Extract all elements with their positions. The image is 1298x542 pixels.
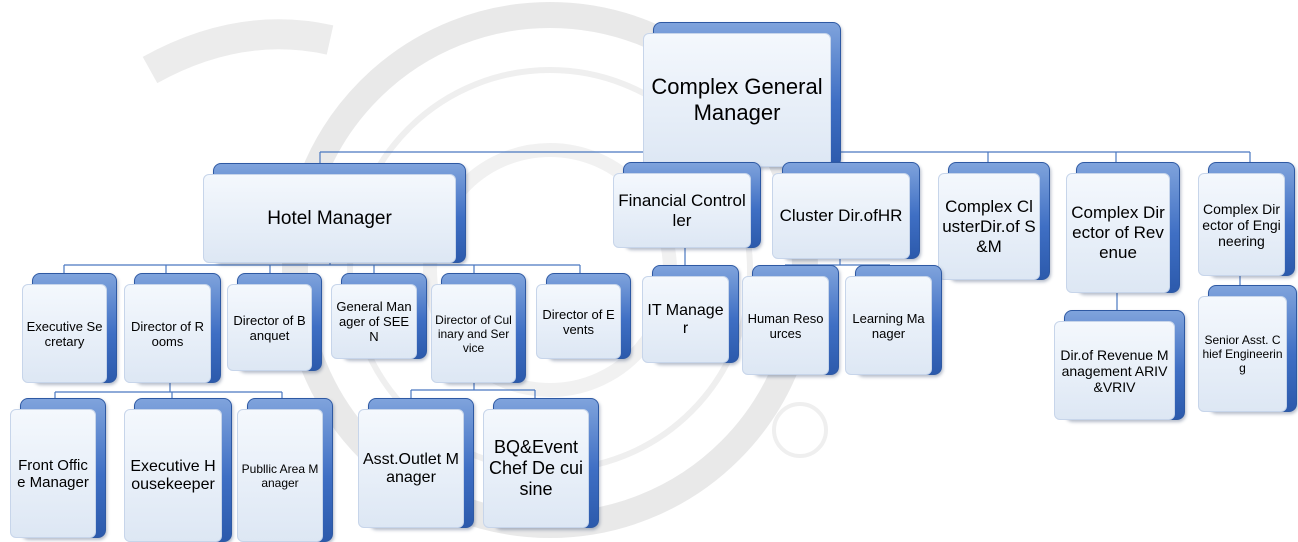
label-cluster-dir-hr: Cluster Dir.ofHR [779,206,903,225]
label-complex-dir-revenue: Complex Director of Revenue [1071,203,1165,262]
node-director-culinary: Director of Culinary and Service [431,273,526,383]
label-director-rooms: Director of Rooms [131,318,204,349]
label-learning-manager: Learning Manager [852,310,925,341]
node-executive-secretary: Executive Secretary [22,273,117,383]
label-director-banquet: Director of Banquet [233,312,306,343]
node-senior-asst-chief-eng: Senior Asst. Chief Engineering [1198,285,1297,412]
label-complex-cluster-sm: Complex ClusterDir.of S&M [942,196,1036,256]
node-bq-event-chef: BQ&Event Chef De cuisine [483,398,599,528]
label-senior-asst-chief-eng: Senior Asst. Chief Engineering [1202,333,1283,375]
node-cluster-dir-hr: Cluster Dir.ofHR [772,162,920,259]
node-front-office-manager: Front Office Manager [10,398,106,538]
label-it-manager: IT Manager [647,301,724,337]
node-executive-housekeeper: Executive Housekeeper [124,398,232,542]
label-director-culinary: Director of Culinary and Service [435,312,512,355]
label-executive-secretary: Executive Secretary [26,318,103,349]
label-bq-event-chef: BQ&Event Chef De cuisine [488,437,584,499]
label-director-events: Director of Events [542,306,615,337]
node-complex-dir-engineering: Complex Director of Engineering [1198,162,1295,276]
label-dir-revenue-mgmt: Dir.of Revenue Management ARIV&VRIV [1060,346,1169,395]
label-human-resources: Human Resources [747,310,824,341]
label-hotel-manager: Hotel Manager [267,207,392,229]
node-director-rooms: Director of Rooms [124,273,221,383]
label-complex-general-manager: Complex General Manager [651,74,823,125]
node-asst-outlet-manager: Asst.Outlet Manager [358,398,474,528]
label-financial-controller: Financial Controller [618,190,746,230]
node-learning-manager: Learning Manager [845,265,942,375]
node-director-events: Director of Events [536,273,631,359]
node-it-manager: IT Manager [642,265,739,363]
label-asst-outlet-manager: Asst.Outlet Manager [362,450,460,486]
node-dir-revenue-mgmt: Dir.of Revenue Management ARIV&VRIV [1054,310,1185,420]
node-director-banquet: Director of Banquet [227,273,322,371]
node-public-area-manager: Publlic Area Manager [237,398,333,542]
node-gm-seen: General Manager of SEEN [331,273,427,359]
node-hotel-manager: Hotel Manager [203,163,466,263]
node-complex-cluster-sm: Complex ClusterDir.of S&M [938,162,1050,280]
label-gm-seen: General Manager of SEEN [336,299,412,344]
label-complex-dir-engineering: Complex Director of Engineering [1202,200,1281,249]
node-financial-controller: Financial Controller [613,162,761,248]
label-front-office-manager: Front Office Manager [17,456,89,491]
node-human-resources: Human Resources [742,265,839,375]
node-complex-dir-revenue: Complex Director of Revenue [1066,162,1180,293]
label-public-area-manager: Publlic Area Manager [241,461,319,490]
label-executive-housekeeper: Executive Housekeeper [130,457,216,493]
node-complex-general-manager: Complex General Manager [643,22,841,167]
